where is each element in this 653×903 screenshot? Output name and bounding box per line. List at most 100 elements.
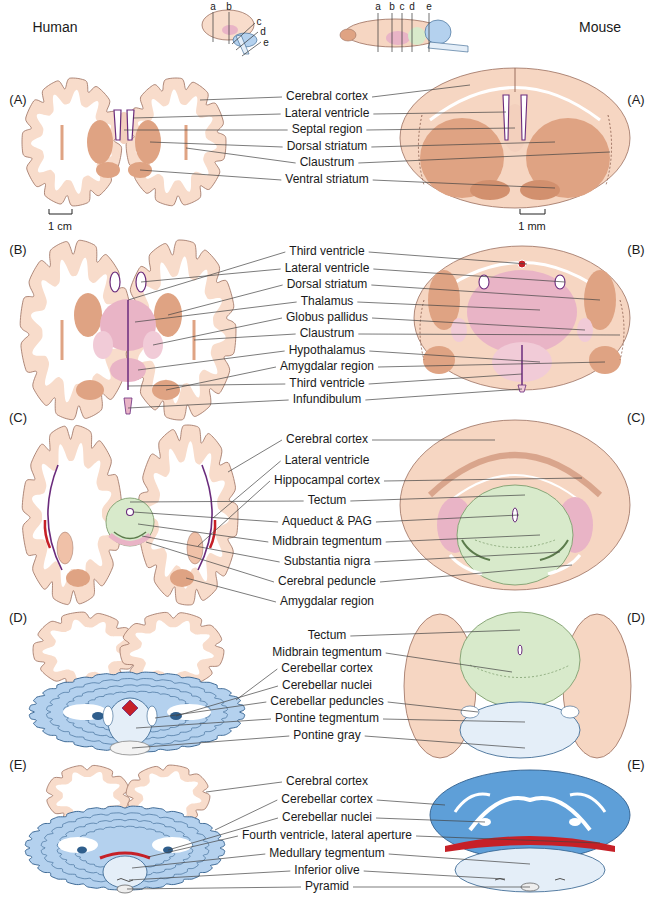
white-matter bbox=[63, 704, 107, 720]
leader-line bbox=[389, 854, 530, 864]
structure-label: Lateral ventricle bbox=[285, 454, 370, 468]
structure-label: Claustrum bbox=[300, 327, 355, 341]
cerebellar-nucleus bbox=[569, 818, 581, 826]
claustrum bbox=[606, 115, 612, 185]
infundibulum bbox=[124, 398, 132, 414]
dorsal-striatum bbox=[87, 120, 113, 164]
inset-region bbox=[340, 29, 356, 41]
section-letter: e bbox=[263, 37, 269, 49]
inferior-olive bbox=[555, 879, 565, 881]
leader-line bbox=[127, 887, 301, 889]
inset-region bbox=[386, 31, 410, 45]
amygdala bbox=[66, 569, 90, 587]
leader-line bbox=[141, 269, 281, 282]
ventral-striatum bbox=[520, 180, 560, 200]
panel-letter: (A) bbox=[627, 93, 644, 108]
leader-line bbox=[215, 800, 277, 830]
leader-line bbox=[373, 112, 506, 114]
structure-label: Amygdalar region bbox=[280, 595, 374, 609]
midbrain-boundary bbox=[475, 540, 555, 548]
ventral-striatum bbox=[96, 162, 120, 178]
leader-line bbox=[129, 871, 290, 880]
leader-line bbox=[372, 318, 585, 330]
section-line bbox=[236, 32, 258, 50]
leader-line bbox=[198, 481, 270, 546]
leader-line bbox=[150, 142, 283, 147]
cerebellum bbox=[29, 672, 245, 752]
leader-line bbox=[206, 782, 282, 792]
fourth-ventricle bbox=[100, 853, 150, 858]
leader-line bbox=[358, 152, 610, 163]
cerebral-peduncle bbox=[548, 555, 580, 574]
structure-label: Third ventricle bbox=[289, 245, 364, 259]
leader-line bbox=[186, 578, 276, 602]
panel-letter: (E) bbox=[9, 758, 26, 773]
section-letter: c bbox=[400, 1, 405, 13]
white-matter bbox=[58, 837, 98, 853]
section-letter: b bbox=[389, 1, 395, 13]
structure-label: Tectum bbox=[308, 494, 347, 508]
structure-label: Aqueduct & PAG bbox=[282, 515, 372, 529]
section-line bbox=[429, 13, 430, 52]
leader-line bbox=[228, 440, 282, 472]
scale-label: 1 mm bbox=[518, 220, 546, 233]
panel-letter: (B) bbox=[627, 243, 644, 258]
leader-line bbox=[383, 719, 525, 722]
leader-line bbox=[128, 384, 285, 386]
mouse-section bbox=[414, 246, 630, 390]
aqueduct bbox=[518, 645, 522, 655]
structure-label: Medullary tegmentum bbox=[269, 847, 384, 861]
scale-label: 1 cm bbox=[48, 220, 72, 233]
leader-line bbox=[213, 461, 281, 518]
section-line bbox=[412, 13, 413, 52]
scale-bar bbox=[520, 209, 545, 214]
substantia-nigra bbox=[114, 532, 146, 539]
claustrum bbox=[620, 300, 624, 360]
leader-line bbox=[350, 630, 520, 636]
leader-line bbox=[200, 97, 282, 100]
section-line bbox=[402, 13, 403, 52]
third-ventricle bbox=[127, 300, 129, 390]
leader-line bbox=[364, 871, 505, 879]
leader-line bbox=[388, 702, 478, 712]
section-line bbox=[242, 42, 261, 56]
infundibulum bbox=[518, 385, 526, 392]
pons bbox=[108, 698, 152, 746]
leader-line bbox=[140, 170, 281, 180]
cerebellum bbox=[430, 770, 630, 860]
panel-letter: (C) bbox=[9, 411, 27, 426]
leader-line bbox=[153, 318, 282, 345]
substantia-nigra bbox=[540, 540, 568, 560]
leader-line bbox=[377, 800, 445, 805]
structure-label: Cerebellar peduncles bbox=[270, 695, 383, 709]
structure-label: Cerebellar cortex bbox=[281, 793, 372, 807]
lateral-ventricle bbox=[503, 95, 509, 140]
structure-label: Ventral striatum bbox=[285, 173, 368, 187]
leader-line bbox=[371, 285, 600, 300]
fourth-ventricle bbox=[122, 700, 138, 716]
pontine-gray bbox=[110, 741, 150, 755]
structure-label: Septal region bbox=[292, 123, 363, 137]
structure-label: Tectum bbox=[308, 629, 347, 643]
inset-region bbox=[428, 42, 468, 52]
leader-line bbox=[133, 114, 281, 118]
leader-line bbox=[135, 302, 297, 322]
cerebral-hemisphere bbox=[126, 78, 226, 206]
cerebellar-nucleus bbox=[92, 712, 104, 720]
amygdala bbox=[170, 569, 194, 587]
panel-letter: (B) bbox=[9, 243, 26, 258]
leader-line bbox=[142, 536, 280, 562]
structure-label: Cerebral peduncle bbox=[278, 575, 376, 589]
section-letter: d bbox=[409, 1, 415, 13]
section-letter: d bbox=[260, 26, 266, 38]
structure-label: Cerebral cortex bbox=[286, 90, 368, 104]
leader-line bbox=[155, 702, 266, 718]
leader-line bbox=[194, 334, 296, 340]
leader-line bbox=[128, 400, 289, 408]
structure-label: Midbrain tegmentum bbox=[272, 535, 381, 549]
leader-line bbox=[132, 854, 265, 868]
cerebellum bbox=[25, 806, 225, 890]
leader-line bbox=[369, 374, 522, 384]
